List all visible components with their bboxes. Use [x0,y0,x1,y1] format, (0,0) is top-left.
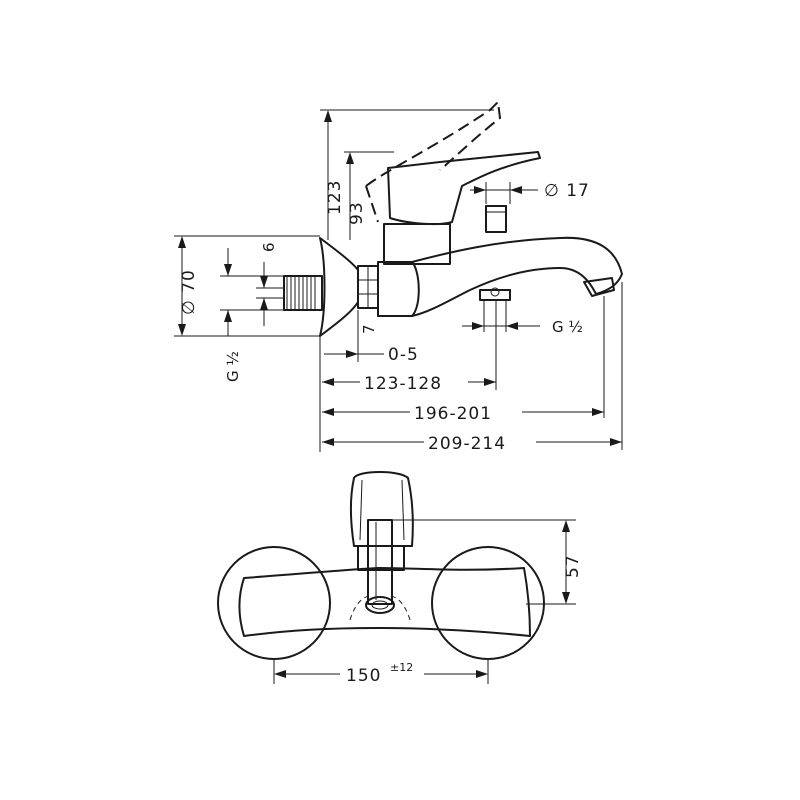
front-outlet [365,596,395,614]
front-spout [367,519,393,605]
cartridge-housing [383,223,451,265]
left-rosette [217,546,331,660]
dim-projection-adjust: 0-5 [388,345,419,365]
dim-6: 6 [260,242,278,252]
front-view-dimensions: 57 150 ±12 [273,519,583,686]
mixer-body [377,261,420,317]
dim-7: 7 [360,324,378,334]
dim-height-lever: 93 [347,201,367,225]
threaded-inlet [283,275,323,311]
spout-outlet [583,277,615,297]
spout [411,236,623,317]
hand-shower-connection [479,287,511,301]
dim-thread-inlet: G ½ [224,351,242,382]
dim-centers-tolerance: ±12 [390,661,413,674]
dim-depth-3: 209-214 [428,434,506,454]
dim-depth-1: 123-128 [364,374,442,394]
dim-height-total: 123 [325,180,345,215]
lever-handle [387,151,541,226]
wall-rosette [319,237,359,337]
front-cartridge [357,545,405,571]
dim-centers: 150 [346,666,381,686]
front-view [217,471,545,660]
front-lever [350,471,414,547]
dim-depth-2: 196-201 [414,404,492,424]
front-body [238,567,531,637]
dim-thread-outlet: G ½ [552,318,583,336]
side-view-dimensions: 123 93 ∅ 17 ∅ 70 G ½ 6 [174,109,623,454]
dim-diameter-17: ∅ 17 [544,181,590,201]
union-nut [357,265,379,309]
diverter-knob [485,205,507,233]
dim-front-height: 57 [563,554,583,578]
side-view [283,99,623,337]
front-hidden-lines [349,595,411,621]
right-rosette [431,546,545,660]
dim-rosette-diameter: ∅ 70 [179,269,199,315]
